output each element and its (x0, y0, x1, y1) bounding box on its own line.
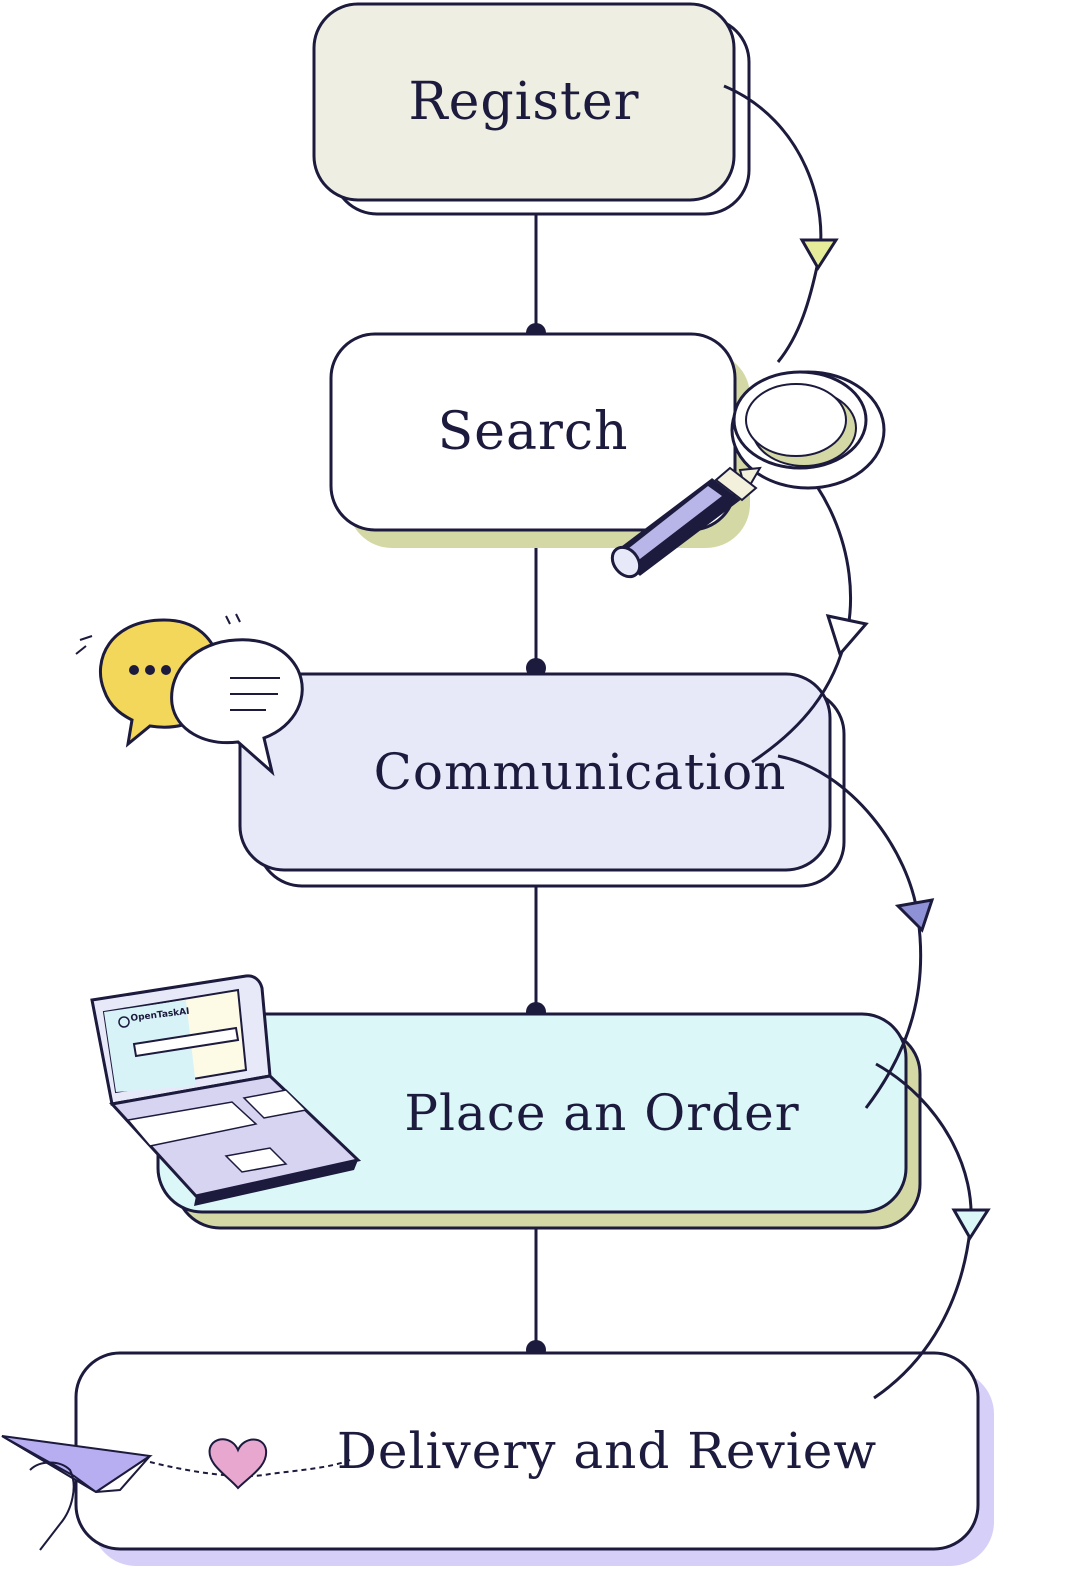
arrowhead (825, 614, 869, 658)
step-register-box (312, 2, 751, 216)
chat-bubbles-icon (75, 613, 304, 777)
step-label-communication: Communication (373, 743, 787, 801)
arrowhead (951, 1208, 991, 1241)
step-label-register: Register (408, 72, 640, 132)
magnifier-icon (610, 370, 886, 579)
flow-arrows (723, 84, 991, 1400)
arrowhead (799, 238, 839, 271)
step-box (312, 2, 736, 202)
step-delivery-box (74, 1351, 994, 1566)
step-label-place-order: Place an Order (404, 1084, 800, 1142)
step-label-delivery-review: Delivery and Review (336, 1422, 878, 1480)
step-label-search: Search (437, 402, 629, 462)
heart-icon (208, 1438, 268, 1490)
step-communication-box (238, 672, 846, 888)
step-box (238, 672, 832, 872)
laptop-icon (90, 974, 362, 1206)
arrowhead (894, 898, 935, 933)
paper-plane-icon (1, 1435, 351, 1551)
